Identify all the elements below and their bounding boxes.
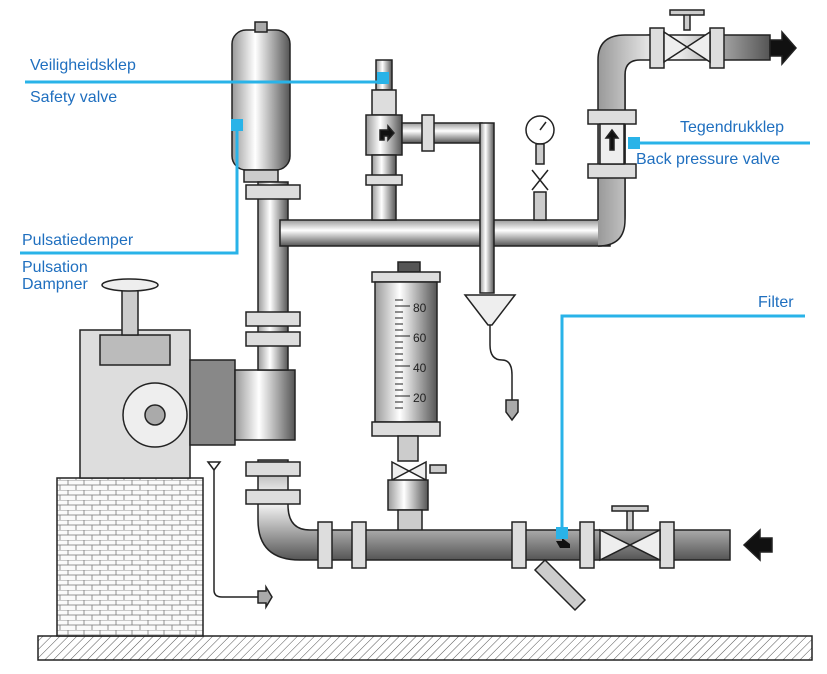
label-filter: Filter [758, 294, 794, 311]
scale-label-80: 80 [413, 301, 427, 315]
drain-funnel [463, 294, 517, 326]
safety-valve [365, 59, 495, 294]
label-backpressure-nl: Tegendrukklep [680, 119, 785, 136]
safety-valve-marker [377, 72, 389, 84]
calibration-column [371, 261, 447, 537]
inlet-arrow [742, 528, 773, 562]
label-pulsation-nl: Pulsatiedemper [22, 232, 134, 249]
filter-leader [560, 314, 805, 533]
label-safety-valve-nl: Veiligheidsklep [30, 57, 136, 74]
label-backpressure-en: Back pressure valve [636, 151, 781, 168]
label-pulsation-en-2: Dampner [22, 276, 88, 293]
floor [37, 635, 813, 661]
label-pulsation-en-1: Pulsation [22, 259, 88, 276]
inlet-valve [599, 528, 661, 562]
y-strainer [533, 558, 587, 612]
pulsation-leader [20, 125, 239, 255]
pulsation-dampener [231, 21, 291, 183]
backpressure-marker [628, 137, 640, 149]
scale-label-20: 20 [413, 391, 427, 405]
back-pressure-arrow [604, 128, 620, 151]
outlet-arrow [769, 30, 797, 66]
pulsation-marker [231, 119, 243, 131]
filter-marker [556, 527, 568, 539]
scale-label-60: 60 [413, 331, 427, 345]
pump [79, 278, 296, 479]
brick-base [56, 477, 204, 637]
scale-label-40: 40 [413, 361, 427, 375]
label-safety-valve-en: Safety valve [30, 89, 118, 106]
pressure-gauge [525, 115, 555, 221]
